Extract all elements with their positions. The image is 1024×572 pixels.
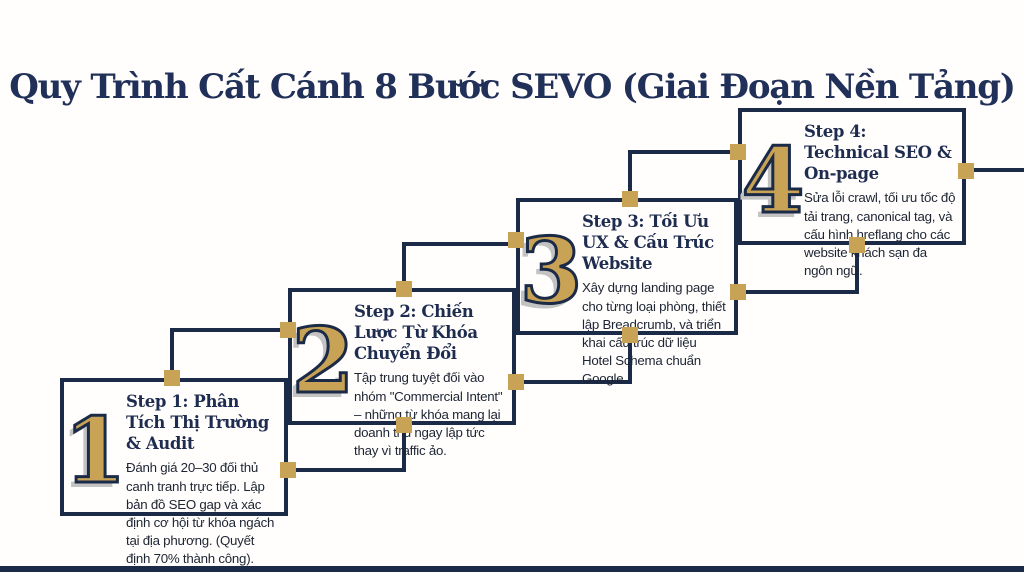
connector-node xyxy=(396,281,412,297)
step-number-column: 3 xyxy=(518,202,584,331)
step-number-column: 2 xyxy=(290,292,356,421)
bottom-accent-bar xyxy=(0,566,1024,572)
step-body: Tập trung tuyệt đối vào nhóm "Commercial… xyxy=(354,370,503,459)
connector-line xyxy=(736,290,859,294)
step-heading: Step 1: Phân Tích Thị Trường & Audit xyxy=(126,392,269,454)
step-heading: Step 4: Technical SEO & On-page xyxy=(804,122,952,184)
connector-line xyxy=(170,328,290,332)
step-body: Sửa lỗi crawl, tối ưu tốc độ tải trang, … xyxy=(804,190,956,279)
step-content: Step 4: Technical SEO & On-page Sửa lỗi … xyxy=(804,112,962,278)
connector-line xyxy=(402,242,406,292)
connector-line xyxy=(170,330,174,380)
connector-node xyxy=(622,191,638,207)
connector-line xyxy=(402,242,520,246)
connector-line xyxy=(964,168,1024,172)
step-number: 3 xyxy=(518,217,584,324)
connector-line xyxy=(514,380,632,384)
step-box-4: 4 Step 4: Technical SEO & On-page Sửa lỗ… xyxy=(738,108,966,278)
step-number-column: 1 xyxy=(62,382,128,512)
connector-node xyxy=(622,327,638,343)
step-body: Đánh giá 20–30 đối thủ canh tranh trực t… xyxy=(126,460,275,567)
step-content: Step 3: Tối Ưu UX & Cấu Trúc Website Xây… xyxy=(582,202,734,386)
connector-line xyxy=(628,150,632,202)
step-number: 2 xyxy=(290,307,356,414)
connector-node xyxy=(280,462,296,478)
step-content: Step 1: Phân Tích Thị Trường & Audit Đán… xyxy=(126,382,284,566)
step-heading: Step 2: Chiến Lược Từ Khóa Chuyển Đổi xyxy=(354,302,478,364)
step-heading: Step 3: Tối Ưu UX & Cấu Trúc Website xyxy=(582,212,714,274)
connector-node xyxy=(280,322,296,338)
connector-node xyxy=(849,237,865,253)
step-body: Xây dựng landing page cho từng loại phòn… xyxy=(582,280,726,387)
step-number: 4 xyxy=(740,127,806,234)
connector-node xyxy=(396,417,412,433)
connector-line xyxy=(628,150,742,154)
connector-node xyxy=(164,370,180,386)
connector-node xyxy=(508,232,524,248)
step-content: Step 2: Chiến Lược Từ Khóa Chuyển Đổi Tậ… xyxy=(354,292,512,458)
diagram-title: Quy Trình Cất Cánh 8 Bước SEVO (Giai Đoạ… xyxy=(9,66,1016,107)
step-number: 1 xyxy=(62,398,128,504)
step-box-3: 3 Step 3: Tối Ưu UX & Cấu Trúc Website X… xyxy=(516,198,738,386)
connector-node xyxy=(730,284,746,300)
connector-line xyxy=(402,423,406,472)
connector-node xyxy=(730,144,746,160)
connector-line xyxy=(628,333,632,384)
connector-line xyxy=(855,243,859,294)
connector-node xyxy=(508,374,524,390)
connector-node xyxy=(958,163,974,179)
step-number-column: 4 xyxy=(740,112,806,241)
step-box-2: 2 Step 2: Chiến Lược Từ Khóa Chuyển Đổi … xyxy=(288,288,516,458)
connector-line xyxy=(286,468,406,472)
step-box-1: 1 Step 1: Phân Tích Thị Trường & Audit Đ… xyxy=(60,378,288,566)
